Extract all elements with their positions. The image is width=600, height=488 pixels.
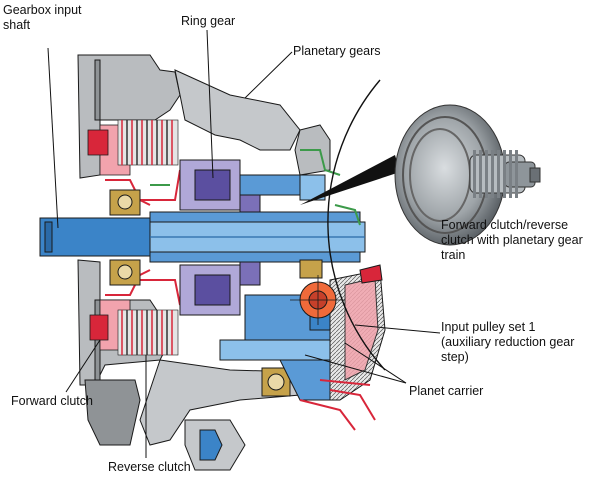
leader-forward-clutch — [65, 339, 101, 393]
gear-tooth — [485, 150, 488, 198]
gear-tooth — [473, 150, 476, 198]
label-forward-reverse-clutch: Forward clutch/reverse clutch with plane… — [441, 218, 583, 262]
leader-gearbox-input-shaft — [47, 47, 59, 229]
leader-lines — [47, 29, 441, 458]
gear-tooth — [503, 150, 506, 198]
leader-planetary-gears — [244, 51, 293, 99]
planetary-gear-set — [179, 159, 261, 316]
gear-tooth — [515, 150, 518, 198]
label-planetary-gears: Planetary gears — [293, 44, 381, 58]
input-shaft — [39, 211, 366, 263]
gear-tooth — [491, 150, 494, 198]
label-input-pulley-set: Input pulley set 1 (auxiliary reduction … — [441, 320, 575, 364]
leader-input-pulley-set — [354, 324, 441, 334]
label-planet-carrier: Planet carrier — [409, 384, 484, 398]
oil-lines — [150, 149, 361, 226]
gear-tooth — [509, 150, 512, 198]
label-reverse-clutch: Reverse clutch — [108, 460, 191, 474]
clutch-plate-lines — [121, 120, 173, 355]
leader-planet-carrier-1 — [304, 354, 407, 384]
label-gearbox-input-shaft: Gearbox input shaft — [3, 3, 82, 32]
inset-boundary-arc — [327, 79, 386, 371]
reverse-clutch-plates — [117, 119, 179, 356]
label-ring-gear: Ring gear — [181, 14, 236, 28]
gear-tooth — [479, 150, 482, 198]
label-forward-clutch: Forward clutch — [11, 394, 93, 408]
hydraulic-fittings — [299, 379, 376, 431]
gear-teeth — [473, 150, 518, 198]
clutch-assembly-photo — [394, 104, 541, 246]
leader-planet-carrier-2 — [344, 342, 407, 384]
gear-tooth — [497, 150, 500, 198]
callout-wedge — [300, 155, 400, 205]
leader-ring-gear — [206, 29, 214, 179]
